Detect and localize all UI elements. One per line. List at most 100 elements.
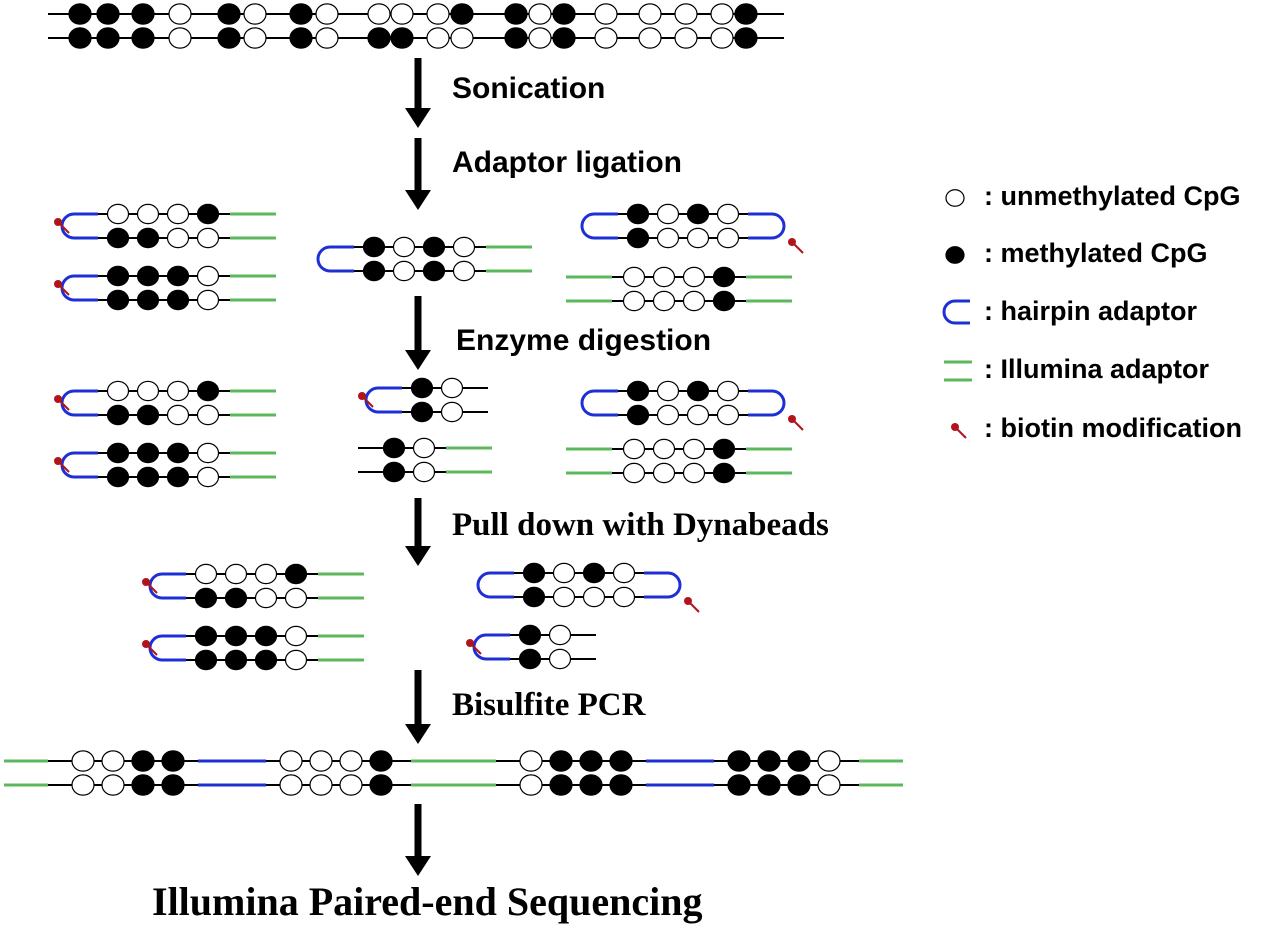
- digestion-fragment: [358, 437, 492, 483]
- biotin-modification-icon: [54, 280, 70, 296]
- hairpin-adaptor-icon: [580, 389, 618, 417]
- methylated-cpg-icon: [161, 774, 185, 796]
- methylated-cpg-icon: [289, 27, 313, 49]
- biotin-dot: [684, 597, 692, 605]
- methylated-cpg-icon: [136, 466, 160, 488]
- pulldown-fragment: [466, 624, 596, 670]
- legend-label-unmethylated: : unmethylated CpG: [984, 181, 1241, 211]
- biotin-dot: [54, 280, 62, 288]
- methylated-cpg-icon: [106, 289, 130, 311]
- methylated-cpg-icon: [96, 3, 120, 25]
- unmethylated-cpg-icon: [315, 27, 339, 49]
- methylated-cpg-icon: [712, 438, 736, 460]
- biotin-modification-icon: [788, 238, 804, 254]
- unmethylated-cpg-icon: [106, 203, 130, 225]
- unmethylated-cpg-icon: [106, 380, 130, 402]
- unmethylated-cpg-icon: [528, 3, 552, 25]
- unmethylated-cpg-icon: [136, 203, 160, 225]
- methylated-cpg-icon: [504, 3, 528, 25]
- legend-label-methylated: : methylated CpG: [984, 238, 1208, 268]
- pcr-product: [4, 750, 455, 796]
- biotin-modification-icon: [54, 457, 70, 473]
- unmethylated-cpg-icon: [168, 27, 192, 49]
- methylated-cpg-icon: [161, 750, 185, 772]
- unmethylated-cpg-icon: [440, 377, 464, 399]
- unmethylated-cpg-icon: [426, 3, 450, 25]
- unmethylated-cpg-icon: [817, 774, 841, 796]
- arrow-head: [405, 350, 431, 370]
- arrow-sequencing: [405, 804, 431, 876]
- pcr-product: [452, 750, 903, 796]
- methylated-cpg-icon: [712, 462, 736, 484]
- digestion-fragment: [566, 438, 792, 484]
- unmethylated-cpg-icon: [548, 648, 572, 670]
- methylated-cpg-icon: [757, 750, 781, 772]
- legend-label-illumina: : Illumina adaptor: [984, 354, 1210, 384]
- unmethylated-cpg-icon: [243, 27, 267, 49]
- methylated-cpg-icon: [609, 750, 633, 772]
- arrow-enzyme-digestion: [405, 296, 431, 370]
- methylated-cpg-icon: [626, 404, 650, 426]
- methylated-cpg-icon: [96, 27, 120, 49]
- unmethylated-cpg-icon: [594, 3, 618, 25]
- methylated-cpg-icon: [734, 3, 758, 25]
- digestion-fragment: [358, 377, 488, 423]
- unmethylated-cpg-icon: [638, 3, 662, 25]
- hairpin-adaptor-icon: [316, 245, 354, 273]
- step-label-enzyme-digestion: Enzyme digestion: [456, 324, 712, 357]
- unmethylated-cpg-icon: [71, 750, 95, 772]
- ligation-fragment: [580, 203, 804, 254]
- pulldown-fragment: [142, 563, 364, 609]
- methylated-cpg-icon: [166, 466, 190, 488]
- methylated-cpg-icon: [422, 260, 446, 282]
- methylated-cpg-icon: [609, 774, 633, 796]
- arrow-sonication: [405, 58, 431, 128]
- unmethylated-cpg-icon: [552, 562, 576, 584]
- unmethylated-cpg-icon: [622, 438, 646, 460]
- unmethylated-cpg-icon: [284, 587, 308, 609]
- unmethylated-cpg-icon: [656, 380, 680, 402]
- arrow-adaptor-ligation: [405, 138, 431, 210]
- unmethylated-cpg-icon: [652, 462, 676, 484]
- unmethylated-cpg-icon: [682, 290, 706, 312]
- unmethylated-cpg-icon: [367, 3, 391, 25]
- unmethylated-cpg-icon: [674, 27, 698, 49]
- unmethylated-cpg-icon: [674, 3, 698, 25]
- methylated-cpg-icon: [518, 624, 542, 646]
- unmethylated-cpg-icon: [682, 462, 706, 484]
- unmethylated-cpg-icon: [656, 227, 680, 249]
- methylated-cpg-icon: [254, 625, 278, 647]
- arrow-bisulfite-pcr: [405, 670, 431, 744]
- unmethylated-cpg-icon: [622, 462, 646, 484]
- hairpin-adaptor-icon: [148, 634, 186, 662]
- step-label-bisulfite-pcr: Bisulfite PCR: [452, 687, 646, 723]
- unmethylated-cpg-icon: [548, 624, 572, 646]
- unmethylated-cpg-icon: [101, 774, 125, 796]
- unmethylated-cpg-icon: [196, 265, 220, 287]
- methylated-cpg-icon: [289, 3, 313, 25]
- methylated-cpg-icon: [136, 227, 160, 249]
- methylated-cpg-icon: [382, 437, 406, 459]
- unmethylated-cpg-icon: [656, 404, 680, 426]
- biotin-dot: [142, 640, 150, 648]
- step-label-sequencing: Illumina Paired-end Sequencing: [152, 879, 703, 924]
- unmethylated-cpg-icon: [682, 438, 706, 460]
- unmethylated-cpg-icon: [279, 774, 303, 796]
- legend-label-hairpin: : hairpin adaptor: [984, 296, 1198, 326]
- ligation-fragment: [566, 266, 792, 312]
- unmethylated-cpg-icon: [612, 562, 636, 584]
- unmethylated-cpg-icon: [440, 401, 464, 423]
- biotin-dot: [951, 423, 959, 431]
- methylated-cpg-icon: [196, 203, 220, 225]
- unmethylated-cpg-icon: [168, 3, 192, 25]
- biotin-dot: [54, 218, 62, 226]
- methylated-cpg-icon: [369, 774, 393, 796]
- unmethylated-cpg-icon: [315, 3, 339, 25]
- arrow-head: [405, 546, 431, 566]
- methylated-cpg-icon: [734, 27, 758, 49]
- methylated-cpg-icon: [582, 562, 606, 584]
- methylated-cpg-icon: [136, 442, 160, 464]
- arrow-pull-down: [405, 498, 431, 566]
- unmethylated-cpg-icon: [552, 586, 576, 608]
- unmethylated-cpg-icon: [638, 27, 662, 49]
